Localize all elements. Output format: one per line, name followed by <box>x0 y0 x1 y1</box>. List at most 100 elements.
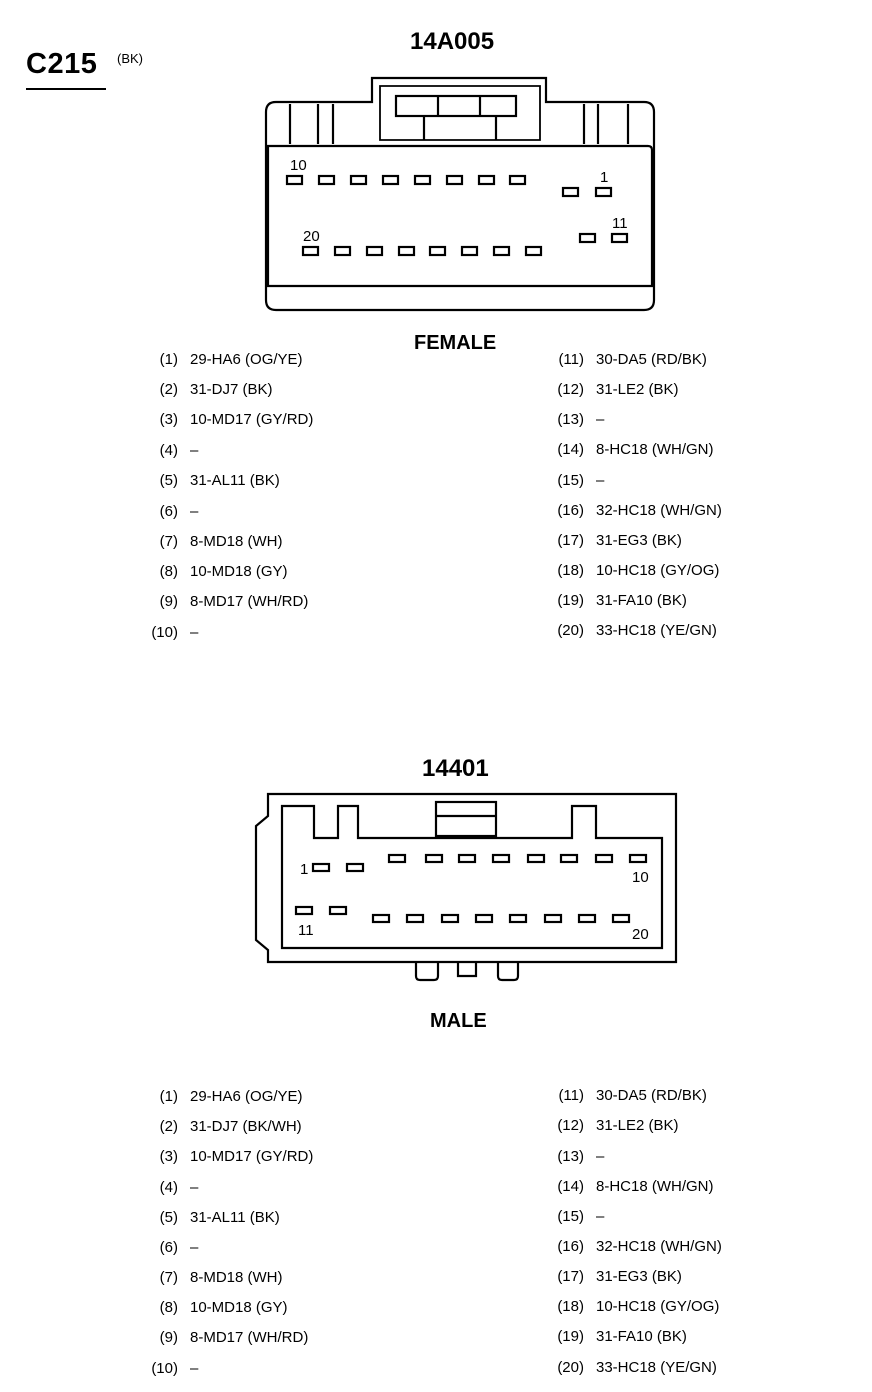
female-cavity-label-20: 20 <box>303 228 320 245</box>
male-part-number: 14401 <box>422 755 489 782</box>
connector-id: C215 <box>26 48 98 80</box>
pin-circuit: 8-MD17 (WH/RD) <box>190 1329 309 1346</box>
pin-circuit: 8-MD18 (WH) <box>190 1269 283 1286</box>
pin-circuit: 33-HC18 (YE/GN) <box>596 1359 717 1376</box>
pin-circuit: 10-MD18 (GY) <box>190 563 288 580</box>
pin-number: (16) <box>557 502 584 519</box>
pin-circuit: 31-DJ7 (BK/WH) <box>190 1118 302 1135</box>
pin-row: (13)– <box>542 1147 604 1167</box>
pin-row: (2)31-DJ7 (BK) <box>136 380 273 400</box>
pin-row: (8) 10-MD18 (GY) <box>136 1298 288 1318</box>
pin-circuit: – <box>190 1179 199 1196</box>
male-cavities-top <box>311 853 648 873</box>
pin-number: (20) <box>557 622 584 639</box>
pin-row: (1) 29-HA6 (OG/YE) <box>136 1087 303 1107</box>
pin-circuit: 31-LE2 (BK) <box>596 381 679 398</box>
pin-circuit: – <box>190 1360 199 1377</box>
pin-row: (4)– <box>136 1178 199 1198</box>
pin-number: (13) <box>557 411 584 428</box>
male-cavity-label-11: 11 <box>298 922 314 939</box>
pin-number: (14) <box>557 441 584 458</box>
pin-circuit: 8-MD18 (WH) <box>190 533 283 550</box>
pin-circuit: 8-HC18 (WH/GN) <box>596 441 714 458</box>
pin-circuit: 10-MD17 (GY/RD) <box>190 1148 314 1165</box>
pin-number: (11) <box>558 1087 584 1104</box>
pin-circuit: 31-AL11 (BK) <box>190 1209 280 1226</box>
female-cavities-bottom <box>301 232 629 257</box>
pin-number: (18) <box>557 1298 584 1315</box>
pin-row: (5) 31-AL11 (BK) <box>136 471 280 491</box>
pin-number: (20) <box>557 1359 584 1376</box>
pin-circuit: 32-HC18 (WH/GN) <box>596 502 722 519</box>
connector-id-underline <box>26 88 106 90</box>
pin-circuit: 8-MD17 (WH/RD) <box>190 593 309 610</box>
pin-number: (7) <box>159 533 178 550</box>
pin-row: (10)– <box>136 1359 198 1379</box>
pin-number: (3) <box>159 1148 178 1165</box>
pin-number: (16) <box>557 1238 584 1255</box>
pin-circuit: 10-MD17 (GY/RD) <box>190 411 314 428</box>
pin-circuit: 29-HA6 (OG/YE) <box>190 351 303 368</box>
pin-number: (8) <box>159 1299 178 1316</box>
pin-row: (12)31-LE2 (BK) <box>542 380 679 400</box>
pin-row: (14) 8-HC18 (WH/GN) <box>542 440 714 460</box>
pin-number: (2) <box>159 1118 178 1135</box>
male-connector-face <box>254 792 678 982</box>
pin-row: (17)31-EG3 (BK) <box>542 1267 682 1287</box>
pin-circuit: 8-HC18 (WH/GN) <box>596 1178 714 1195</box>
pin-circuit: 32-HC18 (WH/GN) <box>596 1238 722 1255</box>
pin-number: (13) <box>557 1148 584 1165</box>
pin-row: (15)– <box>542 1207 604 1227</box>
pin-number: (19) <box>557 592 584 609</box>
pin-number: (1) <box>159 1088 178 1105</box>
pin-row: (2) 31-DJ7 (BK/WH) <box>136 1117 302 1137</box>
pin-row: (20) 33-HC18 (YE/GN) <box>542 1358 717 1378</box>
female-connector-face <box>264 76 656 312</box>
pin-row: (17)31-EG3 (BK) <box>542 531 682 551</box>
pin-row: (9)8-MD17 (WH/RD) <box>136 592 309 612</box>
male-label: MALE <box>430 1010 487 1032</box>
pin-row: (1)29-HA6 (OG/YE) <box>136 350 303 370</box>
pin-row: (8) 10-MD18 (GY) <box>136 562 288 582</box>
pin-number: (10) <box>151 1360 178 1377</box>
pin-number: (18) <box>557 562 584 579</box>
pin-number: (17) <box>557 532 584 549</box>
pin-circuit: 31-LE2 (BK) <box>596 1117 679 1134</box>
pin-circuit: – <box>190 442 199 459</box>
pin-circuit: 31-FA10 (BK) <box>596 1328 687 1345</box>
pin-circuit: 29-HA6 (OG/YE) <box>190 1088 303 1105</box>
pin-row: (11)30-DA5 (RD/BK) <box>542 350 707 370</box>
female-cavities-top <box>285 174 613 198</box>
pin-number: (12) <box>557 1117 584 1134</box>
pin-row: (18)10-HC18 (GY/OG) <box>542 561 719 581</box>
pin-circuit: – <box>190 624 199 641</box>
connector-color: (BK) <box>117 51 143 66</box>
pin-circuit: 33-HC18 (YE/GN) <box>596 622 717 639</box>
pin-row: (6)– <box>136 502 199 522</box>
pin-row: (11)30-DA5 (RD/BK) <box>542 1086 706 1106</box>
pin-number: (2) <box>159 381 178 398</box>
pin-circuit: 10-MD18 (GY) <box>190 1299 288 1316</box>
female-cavity-label-11: 11 <box>612 215 628 232</box>
pin-row: (15)– <box>542 471 604 491</box>
pin-row: (7) 8-MD18 (WH) <box>136 532 283 552</box>
male-cavity-label-20: 20 <box>632 926 649 943</box>
pin-row: (13)– <box>542 410 604 430</box>
pin-number: (5) <box>159 472 178 489</box>
pin-circuit: – <box>596 1208 605 1225</box>
pin-circuit: 31-AL11 (BK) <box>190 472 280 489</box>
pin-row: (19)31-FA10 (BK) <box>542 1327 687 1347</box>
female-cavity-label-10: 10 <box>290 157 307 174</box>
pin-number: (4) <box>159 1179 178 1196</box>
female-cavity-label-1: 1 <box>600 169 608 186</box>
male-cavity-label-1: 1 <box>300 861 308 878</box>
pin-number: (9) <box>159 1329 178 1346</box>
male-cavities-bottom <box>294 905 631 924</box>
pin-number: (8) <box>159 563 178 580</box>
pin-row: (9) 8-MD17 (WH/RD) <box>136 1328 309 1348</box>
pin-number: (17) <box>557 1268 584 1285</box>
pin-circuit: 30-DA5 (RD/BK) <box>596 351 707 368</box>
pin-number: (5) <box>159 1209 178 1226</box>
pin-row: (20) 33-HC18 (YE/GN) <box>542 621 717 641</box>
